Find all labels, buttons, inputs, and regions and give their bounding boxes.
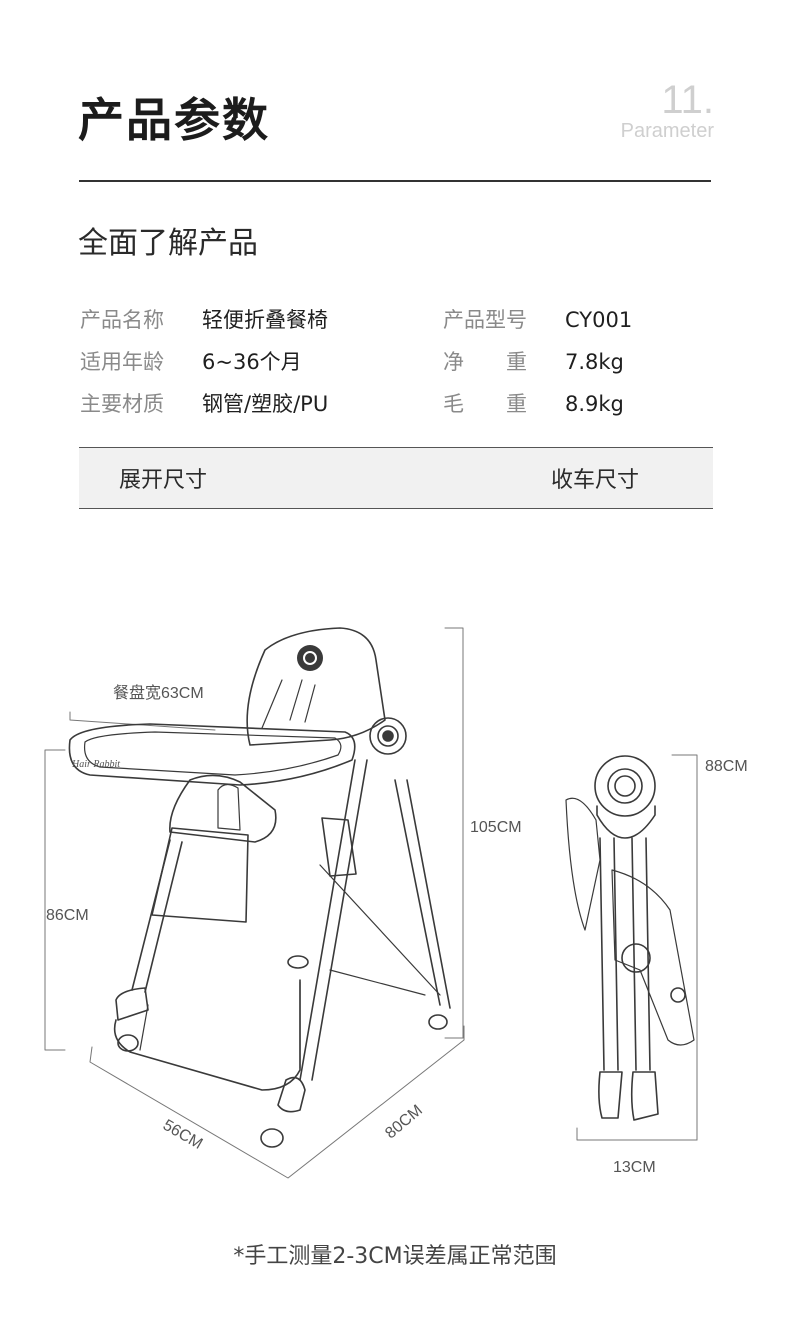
spec-label-gross-weight: 毛 重: [443, 392, 527, 416]
folded-width-label: 13CM: [613, 1159, 656, 1176]
folded-height-label: 88CM: [705, 758, 748, 775]
section-title: 全面了解产品: [78, 226, 258, 261]
tray-width-label: 餐盘宽63CM: [113, 683, 204, 702]
seat-height-label: 86CM: [46, 907, 89, 924]
depth-label: 80CM: [382, 1102, 426, 1142]
spec-value-material: 钢管/塑胶/PU: [202, 392, 329, 416]
tray-brand-text: Hair Rabbit: [71, 759, 120, 770]
total-height-label: 105CM: [470, 819, 522, 836]
page-number: 11.: [661, 78, 714, 122]
spec-value-age: 6~36个月: [202, 350, 302, 374]
spec-value-model: CY001: [565, 308, 633, 332]
spec-label-net-weight: 净 重: [443, 350, 527, 374]
high-chair-diagram: Hair Rabbit: [44, 627, 748, 1179]
header-divider: [79, 180, 711, 182]
spec-value-name: 轻便折叠餐椅: [202, 308, 328, 332]
spec-label-material: 主要材质: [80, 392, 164, 416]
measurement-note: *手工测量2-3CM误差属正常范围: [233, 1244, 557, 1269]
unfolded-size-label: 展开尺寸: [119, 468, 208, 493]
width-label: 56CM: [160, 1117, 205, 1153]
folded-size-label: 收车尺寸: [551, 468, 640, 493]
spec-label-name: 产品名称: [80, 308, 164, 332]
spec-value-net-weight: 7.8kg: [565, 350, 624, 374]
page-title: 产品参数: [78, 93, 270, 147]
spec-value-gross-weight: 8.9kg: [565, 392, 624, 416]
spec-label-model: 产品型号: [443, 308, 527, 332]
page-subtitle-en: Parameter: [620, 120, 714, 142]
spec-label-age: 适用年龄: [80, 350, 164, 374]
dimension-header-bar: 展开尺寸 收车尺寸: [79, 447, 713, 509]
